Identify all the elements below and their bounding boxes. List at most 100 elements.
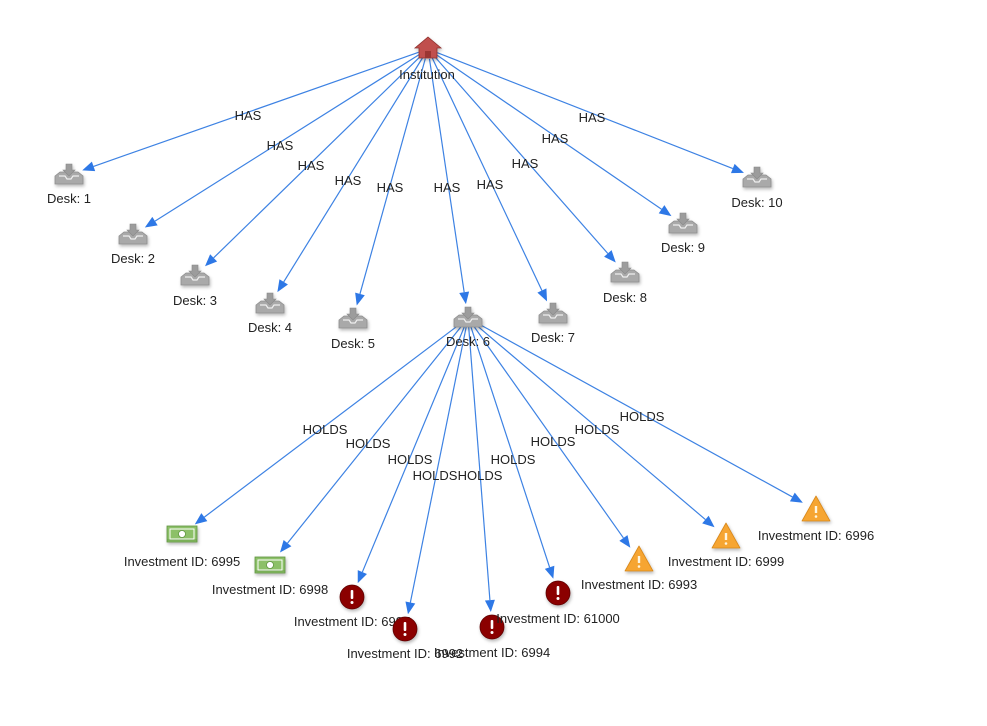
edge-desk6-inv6999[interactable] <box>473 322 706 520</box>
node-desk3[interactable]: Desk: 3 <box>173 264 217 308</box>
home-icon <box>413 36 443 59</box>
edge-desk6-inv6995[interactable] <box>203 322 462 518</box>
edge-label: HAS <box>298 158 325 173</box>
node-institution[interactable]: Institution <box>399 36 455 82</box>
node-label: Investment ID: 6998 <box>212 582 328 597</box>
node-label: Desk: 1 <box>47 191 91 206</box>
edge-label: HOLDS <box>458 468 503 483</box>
inbox-icon <box>610 261 640 283</box>
edge-label: HOLDS <box>303 422 348 437</box>
node-label: Desk: 2 <box>111 251 155 266</box>
alert-icon <box>392 616 418 642</box>
node-desk1[interactable]: Desk: 1 <box>47 163 91 206</box>
warning-icon <box>624 545 654 572</box>
warning-icon <box>801 495 831 522</box>
edge-arrowhead <box>484 599 495 613</box>
edge-label: HAS <box>267 138 294 153</box>
edge-label: HOLDS <box>346 436 391 451</box>
edge-arrowhead <box>730 163 744 174</box>
node-label: Investment ID: 6996 <box>758 528 874 543</box>
node-inv6995[interactable]: Investment ID: 6995 <box>124 525 240 569</box>
edge-desk6-inv6997[interactable] <box>361 325 466 573</box>
node-inv6996[interactable]: Investment ID: 6996 <box>758 495 874 543</box>
node-desk2[interactable]: Desk: 2 <box>111 223 155 266</box>
edge-arrowhead <box>82 161 96 172</box>
alert-icon <box>479 614 505 640</box>
edge-arrowhead <box>619 535 631 548</box>
inbox-icon <box>255 292 285 314</box>
node-label: Desk: 6 <box>446 334 490 349</box>
node-label: Investment ID: 61000 <box>496 611 620 626</box>
edge-institution-desk8[interactable] <box>434 56 609 254</box>
edge-institution-desk10[interactable] <box>437 52 734 170</box>
node-label: Investment ID: 6997 <box>294 614 410 629</box>
edge-arrowhead <box>144 216 158 228</box>
edge-label: HOLDS <box>388 452 433 467</box>
node-desk10[interactable]: Desk: 10 <box>731 166 783 210</box>
node-inv6999[interactable]: Investment ID: 6999 <box>668 522 784 569</box>
edge-arrowhead <box>205 254 218 267</box>
node-inv6993[interactable]: Investment ID: 6993 <box>581 545 697 592</box>
inbox-icon <box>118 223 148 245</box>
inbox-icon <box>180 264 210 286</box>
edge-desk6-inv6998[interactable] <box>287 323 464 544</box>
inbox-icon <box>742 166 772 188</box>
edge-institution-desk6[interactable] <box>428 58 465 293</box>
edge-desk6-inv6996[interactable] <box>474 321 793 498</box>
edge-desk6-inv61000[interactable] <box>469 325 551 568</box>
edge-institution-desk2[interactable] <box>154 53 420 222</box>
edge-arrowhead <box>459 291 470 305</box>
node-desk5[interactable]: Desk: 5 <box>331 307 375 351</box>
edge-label: HOLDS <box>575 422 620 437</box>
node-inv6998[interactable]: Investment ID: 6998 <box>212 556 328 597</box>
node-inv6994[interactable]: Investment ID: 6994 <box>434 614 550 660</box>
edge-arrowhead <box>537 288 548 302</box>
node-inv61000[interactable]: Investment ID: 61000 <box>496 580 620 626</box>
edge-arrowhead <box>357 570 367 584</box>
node-inv6997[interactable]: Investment ID: 6997 <box>294 584 410 629</box>
edge-institution-desk1[interactable] <box>93 51 419 167</box>
edge-label: HOLDS <box>620 409 665 424</box>
edge-institution-desk5[interactable] <box>359 58 426 295</box>
node-desk9[interactable]: Desk: 9 <box>661 212 705 255</box>
node-desk8[interactable]: Desk: 8 <box>603 261 647 305</box>
node-label: Desk: 9 <box>661 240 705 255</box>
node-desk4[interactable]: Desk: 4 <box>248 292 292 335</box>
node-desk7[interactable]: Desk: 7 <box>531 302 575 345</box>
alert-icon <box>339 584 365 610</box>
node-desk6[interactable]: Desk: 6 <box>446 306 490 349</box>
edge-arrowhead <box>544 565 555 579</box>
node-label: Desk: 8 <box>603 290 647 305</box>
node-label: Investment ID: 6993 <box>581 577 697 592</box>
edge-label: HAS <box>434 180 461 195</box>
edge-label: HAS <box>335 173 362 188</box>
edge-label: HAS <box>477 177 504 192</box>
warning-icon <box>711 522 741 549</box>
edge-arrowhead <box>789 492 803 503</box>
node-label: Desk: 4 <box>248 320 292 335</box>
cash-icon <box>166 525 198 543</box>
node-label: Institution <box>399 67 455 82</box>
inbox-icon <box>338 307 368 329</box>
edge-institution-desk4[interactable] <box>283 57 424 283</box>
node-label: Desk: 10 <box>731 195 782 210</box>
edge-desk6-inv6994[interactable] <box>468 325 491 601</box>
edge-arrowhead <box>355 292 365 306</box>
edge-desk6-inv6992[interactable] <box>409 325 467 603</box>
edge-institution-desk9[interactable] <box>435 54 662 210</box>
edge-label: HOLDS <box>413 468 458 483</box>
edge-desk6-inv6993[interactable] <box>472 324 624 539</box>
node-label: Desk: 7 <box>531 330 575 345</box>
edge-arrowhead <box>277 279 288 293</box>
edge-institution-desk3[interactable] <box>213 55 422 259</box>
node-inv6992[interactable]: Investment ID: 6992 <box>347 616 463 661</box>
edge-label: HAS <box>512 156 539 171</box>
node-label: Investment ID: 6999 <box>668 554 784 569</box>
edge-arrowhead <box>604 250 616 263</box>
edge-institution-desk7[interactable] <box>431 57 543 291</box>
inbox-icon <box>54 163 84 185</box>
node-label: Desk: 5 <box>331 336 375 351</box>
